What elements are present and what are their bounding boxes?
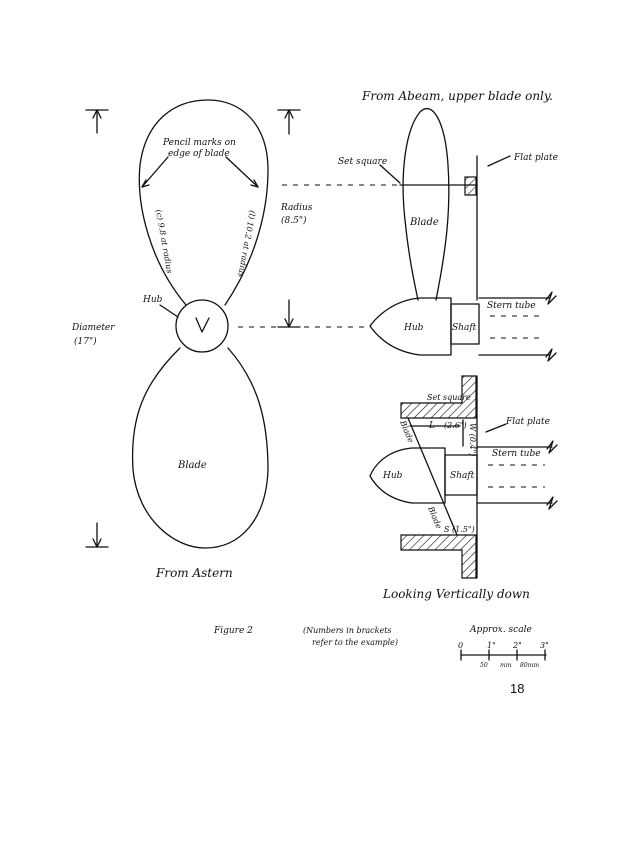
diameter-bottom-arrowhead (92, 538, 102, 548)
label-radius: Radius (280, 203, 313, 213)
label-scale-title: Approx. scale (469, 625, 532, 635)
label-pencil-marks-1: Pencil marks on (162, 138, 236, 148)
label-scale-sub-1: 50 (480, 662, 488, 669)
label-note-2: refer to the example) (312, 638, 398, 647)
label-scale-sub-3: 80mm (520, 662, 539, 669)
label-looking-down: Looking Vertically down (382, 587, 530, 601)
plan-flat-plate-pointer (485, 423, 507, 433)
label-blade-diag-lower: Blade (426, 504, 444, 530)
set-square-pointer (379, 164, 401, 184)
abeam-shaft (450, 303, 480, 345)
upper-blade-outline (138, 99, 269, 306)
pencil-arrow-left (141, 156, 169, 188)
label-flat-plate-top: Flat plate (513, 153, 558, 163)
label-scale-sub-2: mm (500, 662, 512, 669)
label-set-square-bottom: Set square (427, 393, 471, 402)
label-L-mark: L (428, 421, 435, 431)
page-number: 18 (510, 681, 524, 696)
label-S-value: S (1.5") (444, 525, 475, 534)
hub-circle (175, 299, 229, 353)
label-stern-tube-top: Stern tube (487, 301, 536, 311)
abeam-blade-outline (402, 107, 450, 301)
label-shaft-abeam: Shaft (452, 323, 477, 333)
astern-view (85, 99, 400, 549)
blade-diagonal (407, 417, 458, 536)
label-blade-right-edge: (l) 10.2 at radius (236, 210, 257, 278)
label-set-square-top: Set square (338, 157, 387, 167)
abeam-hub-outline (369, 297, 452, 356)
plan-stern-tube-break-bottom (546, 496, 558, 510)
label-blade-left-edge: (c) 9.8 at radius (154, 209, 174, 274)
label-from-abeam: From Abeam, upper blade only. (361, 89, 553, 103)
label-figure: Figure 2 (213, 626, 253, 636)
label-hub-left: Hub (142, 295, 163, 305)
radius-top-arrowhead (284, 109, 294, 119)
label-stern-tube-bottom: Stern tube (492, 449, 541, 459)
label-scale-0: 0 (458, 641, 463, 650)
plan-shaft (444, 454, 478, 496)
label-diameter-value: (17") (74, 336, 97, 347)
lower-blade-outline (131, 347, 269, 549)
upper-set-square (400, 375, 477, 419)
label-blade-abeam: Blade (409, 217, 439, 228)
label-shaft-plan: Shaft (450, 471, 475, 481)
flat-plate-pointer (487, 155, 511, 167)
stern-tube-break-top (545, 291, 557, 305)
text-labels: From Abeam, upper blade only. Pencil mar… (71, 89, 558, 696)
label-L-value: (2.6") (444, 421, 467, 430)
diameter-top-arrowhead (92, 109, 102, 119)
radius-bottom-arrowhead (284, 318, 294, 328)
label-hub-plan: Hub (382, 471, 403, 481)
abeam-set-square-block (464, 176, 477, 196)
label-scale-2: 2" (512, 641, 522, 650)
label-W-value: W (0.4") (468, 423, 477, 456)
label-pencil-marks-2: edge of blade (168, 149, 230, 159)
hub-v-mark (195, 317, 210, 333)
hub-pointer (159, 304, 179, 318)
label-from-astern: From Astern (155, 566, 233, 580)
label-flat-plate-bottom: Flat plate (505, 417, 550, 427)
scale-bar (460, 649, 547, 661)
label-note-1: (Numbers in brackets (303, 626, 392, 635)
label-radius-value: (8.5") (281, 215, 307, 226)
abeam-view (369, 107, 557, 362)
label-blade-lower: Blade (177, 460, 207, 471)
pencil-arrowhead-left (141, 179, 150, 188)
label-diameter: Diameter (71, 323, 115, 333)
label-scale-3: 3" (540, 641, 549, 650)
pencil-arrow-right (225, 156, 259, 188)
stern-tube-break-bottom (545, 348, 557, 362)
label-scale-1: 1" (487, 641, 496, 650)
label-hub-abeam: Hub (403, 323, 424, 333)
pencil-arrowhead-right (250, 179, 259, 188)
plan-stern-tube-break-top (546, 440, 558, 454)
lower-set-square (400, 534, 477, 579)
plan-hub-outline (369, 447, 446, 504)
plan-view (369, 375, 558, 579)
